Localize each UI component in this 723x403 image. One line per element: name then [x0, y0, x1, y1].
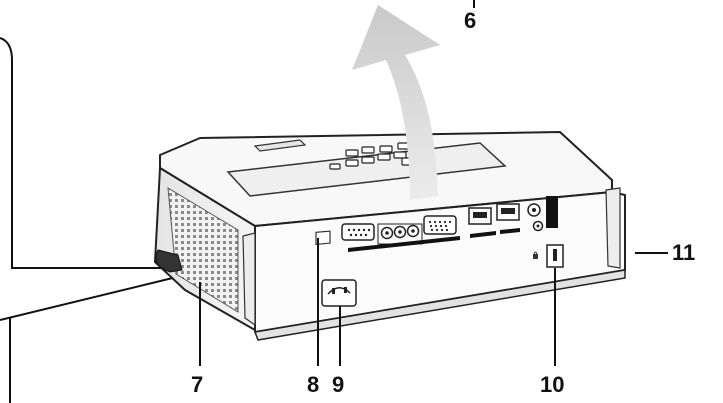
callout-10: 10 — [540, 372, 565, 397]
control-buttons — [329, 142, 417, 170]
callout-6: 6 — [464, 8, 477, 33]
callout-7: 7 — [191, 372, 204, 397]
padlock-icon — [533, 251, 538, 259]
leader-line-lower — [0, 274, 186, 321]
up-curved-arrow-icon — [352, 5, 440, 200]
right-rear-grip — [605, 187, 621, 269]
rear-bottom-rim — [253, 269, 626, 341]
terminal-strip — [315, 196, 558, 252]
ac-socket — [321, 279, 357, 307]
left-rear-grip — [242, 232, 256, 327]
callout-11: 11 — [672, 240, 696, 265]
leader-line-upper — [0, 37, 172, 269]
callout-8: 8 — [307, 372, 320, 397]
top-ridge — [253, 139, 307, 152]
callout-9: 9 — [332, 372, 345, 397]
side-vent — [167, 187, 239, 313]
left-foot — [155, 249, 183, 273]
